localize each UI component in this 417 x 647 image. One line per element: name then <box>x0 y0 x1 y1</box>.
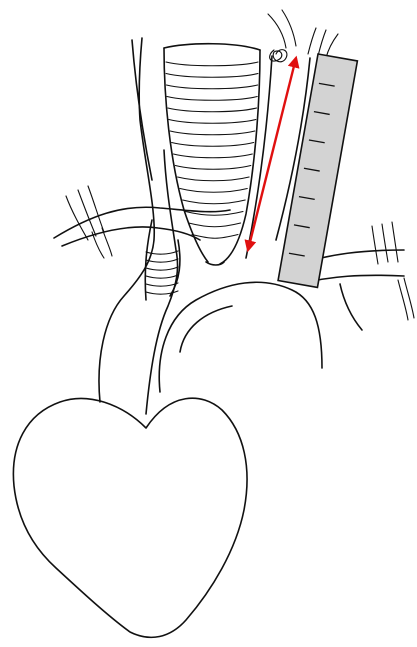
trachea-ring <box>192 235 238 239</box>
right-vessel-tie-3 <box>392 222 398 262</box>
left-vessel-tie-3 <box>88 186 104 232</box>
trachea-ring <box>183 200 246 204</box>
right-vessel-tie-5 <box>404 278 414 318</box>
trachea-top <box>164 44 260 50</box>
left-vessel-tie-4 <box>92 232 104 258</box>
tissue-strand-3 <box>308 28 316 54</box>
left-branch-upper <box>54 207 230 238</box>
ruler <box>278 54 357 287</box>
trachea-ring <box>166 62 258 66</box>
trachea-ring <box>170 131 255 135</box>
left-vessel-tie-5 <box>102 228 112 256</box>
ascending-aorta-left-wall <box>99 38 154 402</box>
tissue-strand-5 <box>326 34 338 58</box>
tissue-strand-1 <box>268 14 286 48</box>
trachea-ring <box>180 189 247 193</box>
left-vessel-tie-1 <box>66 196 88 240</box>
trachea-ring <box>168 108 257 112</box>
trachea-ring <box>167 97 257 101</box>
aortic-arch-inner <box>180 306 232 352</box>
trachea-ring <box>166 74 258 78</box>
bronchus-ring <box>146 267 178 270</box>
left-vessel-tie-2 <box>78 190 96 236</box>
trachea-ring <box>189 223 241 227</box>
heart <box>13 398 247 637</box>
right-descending-vessel <box>340 284 362 330</box>
right-vessel-tie-1 <box>372 226 378 264</box>
trachea-ring <box>166 85 257 89</box>
aortic-arch-outer <box>159 282 322 392</box>
trachea-ring <box>178 177 250 181</box>
bronchus-ring <box>146 259 178 262</box>
trachea-ring <box>173 154 252 158</box>
right-vessel-tie-2 <box>382 224 388 262</box>
trachea-ring <box>172 143 254 147</box>
bronchus-ring <box>146 283 178 286</box>
trachea-ring <box>169 120 256 124</box>
tissue-strand-4 <box>318 30 326 56</box>
bronchus-ring <box>146 275 178 278</box>
brachiocephalic-vessel <box>132 40 152 180</box>
trachea-ring <box>175 166 250 170</box>
